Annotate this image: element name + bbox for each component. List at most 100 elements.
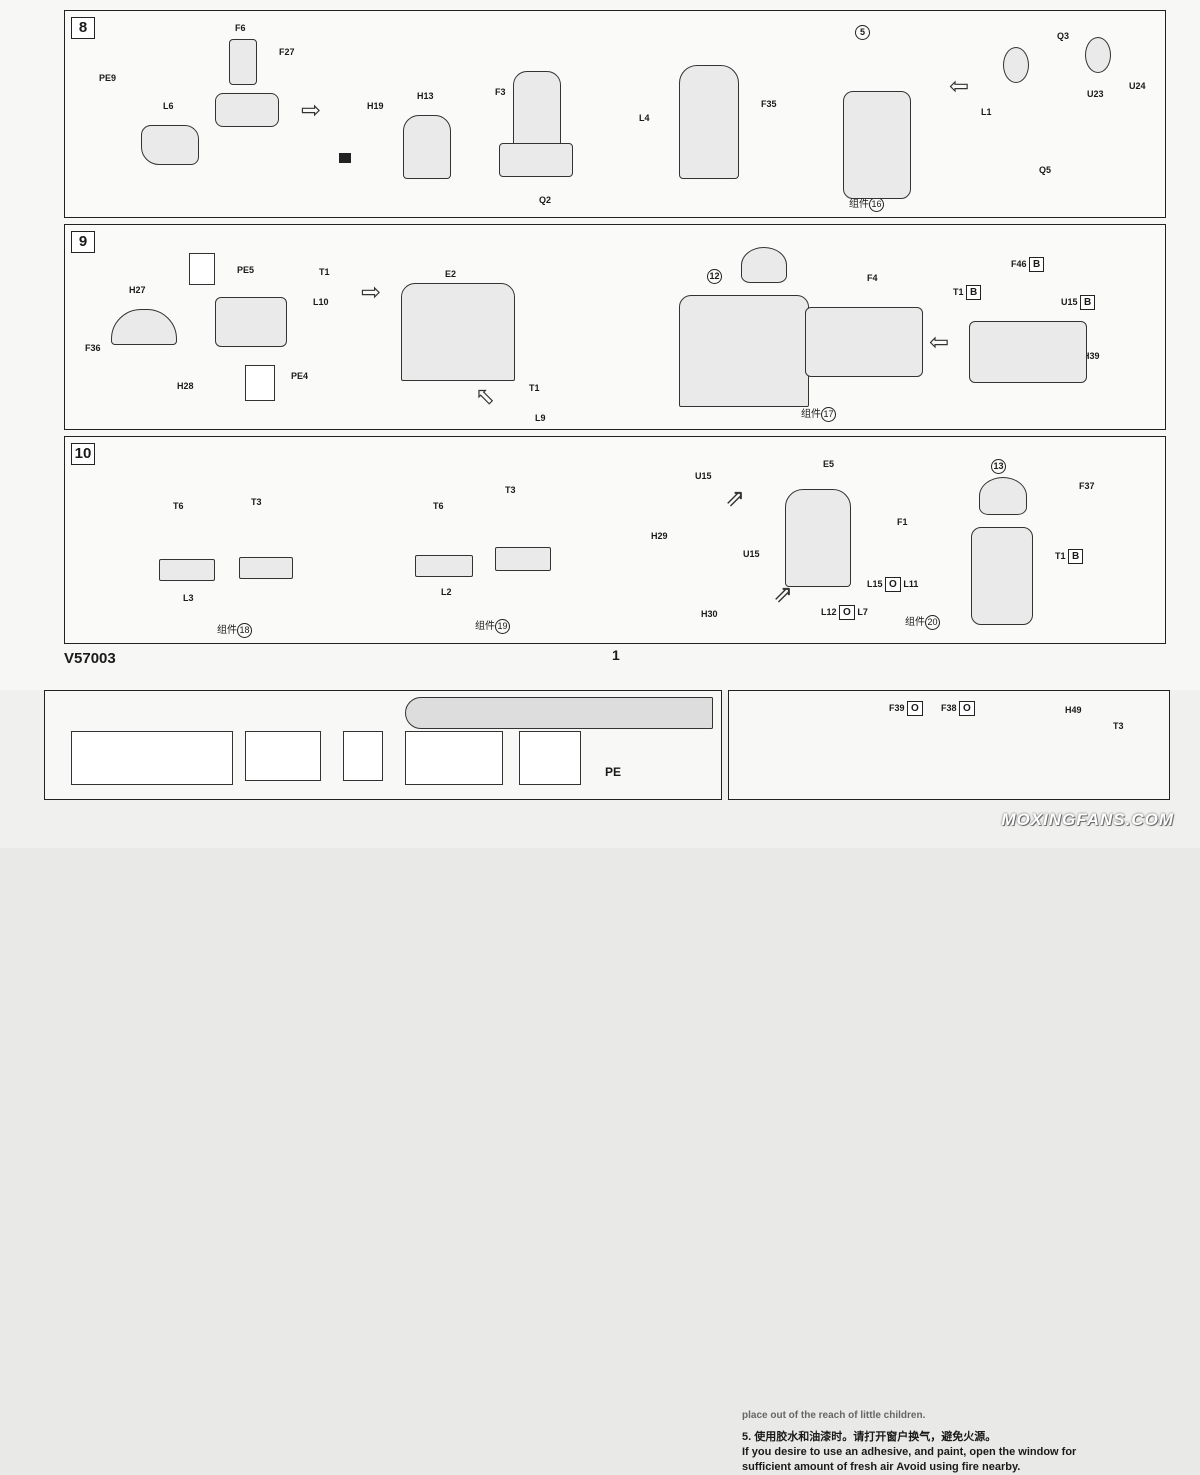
part-label: L12 O L7 bbox=[821, 605, 868, 620]
cement-marker-icon bbox=[339, 153, 351, 163]
hull-part-drawing bbox=[141, 125, 199, 165]
pe-rail-drawing bbox=[245, 365, 275, 401]
notes-sheet: F39 O F38 O H49 T3 bbox=[728, 690, 1170, 800]
part-label: F4 bbox=[867, 273, 878, 283]
part-label: H29 bbox=[651, 531, 668, 541]
page-number: 1 bbox=[612, 647, 620, 663]
part-label: PE5 bbox=[237, 265, 255, 275]
tower-part-drawing bbox=[843, 91, 911, 199]
note-line: If you desire to use an adhesive, and pa… bbox=[742, 1446, 1077, 1458]
fragment-label: H49 bbox=[1065, 705, 1082, 715]
part-label: U23 bbox=[1087, 89, 1104, 99]
part-label: T6 bbox=[433, 501, 444, 511]
part-label: H39 bbox=[1083, 351, 1100, 361]
searchlight-part-drawing bbox=[1085, 37, 1111, 73]
sprue-frame-drawing bbox=[245, 731, 321, 781]
callout-number: 5 bbox=[855, 25, 870, 40]
watermark-logo: MOXINGFANS.COM bbox=[1001, 810, 1174, 829]
pe-fret-drawing bbox=[519, 731, 581, 785]
part-label: F27 bbox=[279, 47, 295, 57]
part-label: T1 B bbox=[1055, 549, 1084, 564]
bridge-part-drawing bbox=[403, 115, 451, 179]
arrow-right-icon: ⇨ bbox=[301, 97, 322, 124]
step-10-panel: 10 T6 T3 L3 T6 T3 L2 U15 H29 U15 H30 E5 … bbox=[64, 436, 1166, 644]
fragment-label: T3 bbox=[1113, 721, 1124, 731]
product-code: V57003 bbox=[64, 650, 116, 667]
step-9-panel: 9 H27 F36 H28 PE5 PE4 T1 L10 E2 T1 L9 12… bbox=[64, 224, 1166, 430]
funnel-part-drawing bbox=[229, 39, 257, 85]
part-label: T6 bbox=[173, 501, 184, 511]
deck-part-drawing bbox=[969, 321, 1087, 383]
lower-scanned-sheet: PE F39 O F38 O H49 T3 place out of the r… bbox=[0, 690, 1200, 1473]
deck-part-drawing bbox=[215, 297, 287, 347]
pe-fret-drawing bbox=[405, 731, 503, 785]
part-label: T3 bbox=[505, 485, 516, 495]
part-label: H19 bbox=[367, 101, 384, 111]
deck-part-drawing bbox=[805, 307, 923, 377]
part-label: E5 bbox=[823, 459, 835, 469]
arrow-icon: ⇗ bbox=[725, 485, 746, 512]
arrow-left-icon: ⇦ bbox=[929, 329, 950, 356]
safety-note: place out of the reach of little childre… bbox=[742, 1408, 1102, 1423]
sprue-sheet: PE bbox=[44, 690, 722, 800]
step-number: 9 bbox=[71, 231, 95, 253]
searchlight-part-drawing bbox=[1003, 47, 1029, 83]
sprue-frame-drawing bbox=[343, 731, 383, 781]
part-label: F35 bbox=[761, 99, 777, 109]
part-label: H13 bbox=[417, 91, 434, 101]
pe-rail-drawing bbox=[189, 253, 215, 285]
fragment-label: F39 O bbox=[889, 701, 923, 716]
tower-part-drawing bbox=[971, 527, 1033, 625]
note-line: sufficient amount of fresh air Avoid usi… bbox=[742, 1461, 1021, 1473]
part-label: L1 bbox=[981, 107, 992, 117]
callout-number: 12 bbox=[707, 269, 722, 284]
superstructure-part-drawing bbox=[679, 295, 809, 407]
part-label: L2 bbox=[441, 587, 452, 597]
bridge-part-drawing bbox=[513, 71, 561, 147]
rack-part-drawing bbox=[495, 547, 551, 571]
part-label: Q3 bbox=[1057, 31, 1070, 41]
part-label: L3 bbox=[183, 593, 194, 603]
arrow-up-left-icon: ⬁ bbox=[475, 383, 496, 410]
tower-part-drawing bbox=[679, 65, 739, 179]
part-label: Q2 bbox=[539, 195, 552, 205]
part-label: L6 bbox=[163, 101, 174, 111]
note-line: 5. 使用胶水和油漆时。请打开窗户换气，避免火源。 bbox=[742, 1431, 997, 1443]
hull-part-drawing bbox=[405, 697, 713, 729]
part-label: Q5 bbox=[1039, 165, 1052, 175]
funnel-part-drawing bbox=[741, 247, 787, 283]
superstructure-part-drawing bbox=[401, 283, 515, 381]
step-8-panel: 8 PE9 L6 F6 F27 H19 H13 F3 Q2 L4 F35 5 Q… bbox=[64, 10, 1166, 218]
part-label: U15 bbox=[743, 549, 760, 559]
part-label: T1 bbox=[529, 383, 540, 393]
note-line: place out of the reach of little childre… bbox=[742, 1410, 926, 1421]
arrow-icon: ⇗ bbox=[773, 581, 794, 608]
part-label: H27 bbox=[129, 285, 146, 295]
part-label: U24 bbox=[1129, 81, 1146, 91]
part-label: PE9 bbox=[99, 73, 117, 83]
part-label: E2 bbox=[445, 269, 457, 279]
part-label: U15 bbox=[695, 471, 712, 481]
funnel-part-drawing bbox=[979, 477, 1027, 515]
part-label: L10 bbox=[313, 297, 329, 307]
part-label: F37 bbox=[1079, 481, 1095, 491]
part-label: T1 B bbox=[953, 285, 982, 300]
safety-note: 5. 使用胶水和油漆时。请打开窗户换气，避免火源。 If you desire … bbox=[742, 1430, 1102, 1475]
platform-part-drawing bbox=[111, 309, 177, 345]
rack-part-drawing bbox=[239, 557, 293, 579]
part-label: T1 bbox=[319, 267, 330, 277]
part-label: F6 bbox=[235, 23, 246, 33]
callout-number: 13 bbox=[991, 459, 1006, 474]
part-label: F3 bbox=[495, 87, 506, 97]
part-label: PE4 bbox=[291, 371, 309, 381]
fragment-label: F38 O bbox=[941, 701, 975, 716]
arrow-right-icon: ⇨ bbox=[361, 279, 382, 306]
part-label: F36 bbox=[85, 343, 101, 353]
sprue-frame-drawing bbox=[71, 731, 233, 785]
step-number: 10 bbox=[71, 443, 95, 465]
pe-label: PE bbox=[605, 765, 622, 779]
